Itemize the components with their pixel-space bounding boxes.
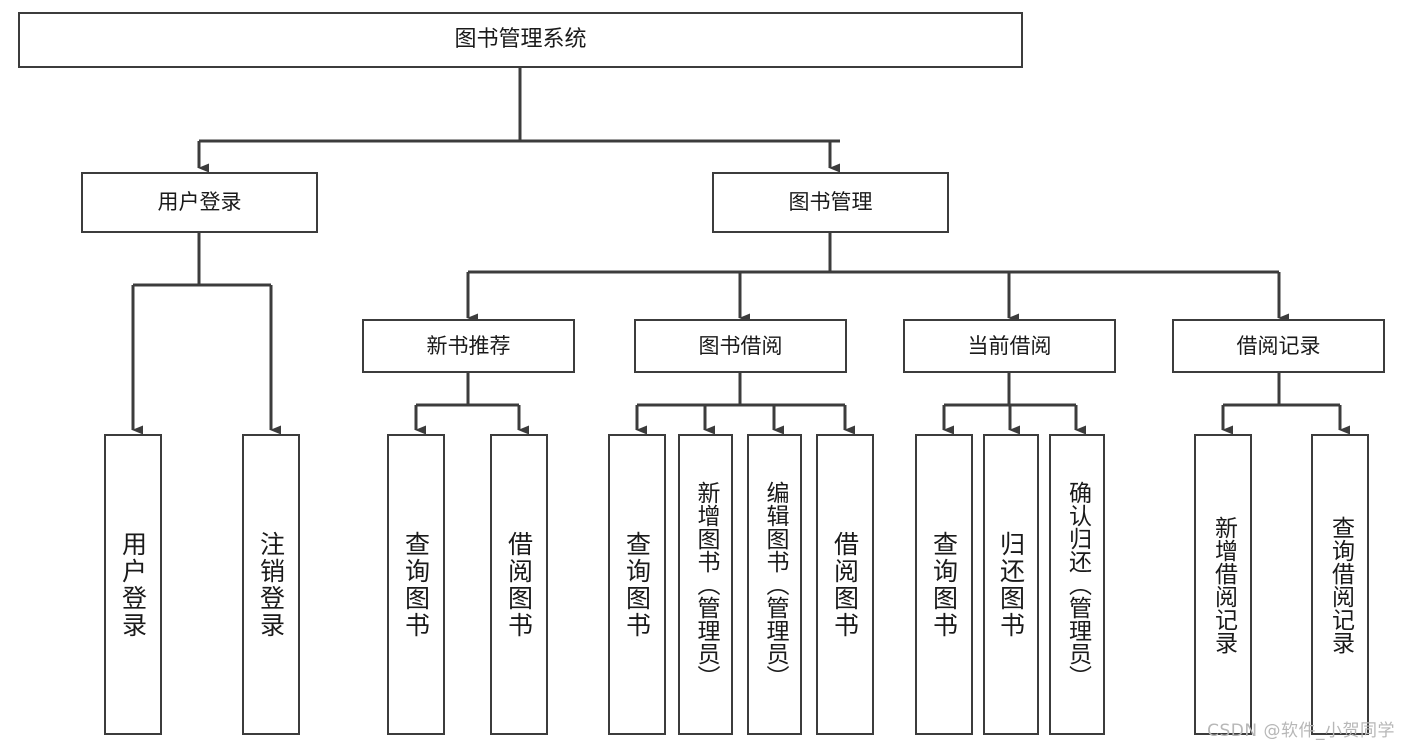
node-book-borrow-label: 图书借阅 [698, 333, 783, 358]
node-borrow-record-label: 借阅记录 [1236, 333, 1321, 358]
node-leaf-query-record[interactable]: 查询借阅记录 [1311, 434, 1369, 735]
node-leaf-query-book-1-label: 查询图书 [401, 530, 431, 639]
node-leaf-add-record[interactable]: 新增借阅记录 [1194, 434, 1252, 735]
node-leaf-query-book-2-label: 查询图书 [622, 530, 652, 639]
node-leaf-return-book-label: 归还图书 [996, 530, 1026, 639]
node-leaf-return-book[interactable]: 归还图书 [983, 434, 1039, 735]
node-leaf-confirm-return[interactable]: 确认归还（管理员） [1049, 434, 1105, 735]
node-leaf-user-login[interactable]: 用户登录 [104, 434, 162, 735]
node-leaf-query-book-2[interactable]: 查询图书 [608, 434, 666, 735]
node-leaf-borrow-book-1[interactable]: 借阅图书 [490, 434, 548, 735]
node-leaf-query-record-label: 查询借阅记录 [1327, 515, 1354, 654]
node-leaf-query-book-1[interactable]: 查询图书 [387, 434, 445, 735]
node-book-manage[interactable]: 图书管理 [712, 172, 949, 233]
node-leaf-edit-book[interactable]: 编辑图书（管理员） [747, 434, 802, 735]
node-current-borrow[interactable]: 当前借阅 [903, 319, 1116, 373]
node-user-login[interactable]: 用户登录 [81, 172, 318, 233]
node-leaf-add-book[interactable]: 新增图书（管理员） [678, 434, 733, 735]
node-leaf-borrow-book-1-label: 借阅图书 [504, 530, 534, 639]
node-new-book-recommend[interactable]: 新书推荐 [362, 319, 575, 373]
node-borrow-record[interactable]: 借阅记录 [1172, 319, 1385, 373]
node-book-borrow[interactable]: 图书借阅 [634, 319, 847, 373]
node-root-label: 图书管理系统 [454, 27, 587, 53]
node-leaf-query-book-3[interactable]: 查询图书 [915, 434, 973, 735]
node-user-login-label: 用户登录 [157, 190, 242, 215]
node-leaf-user-logout-label: 注销登录 [256, 530, 286, 639]
node-leaf-query-book-3-label: 查询图书 [929, 530, 959, 639]
node-leaf-borrow-book-2[interactable]: 借阅图书 [816, 434, 874, 735]
node-leaf-user-login-label: 用户登录 [118, 530, 148, 639]
node-leaf-user-logout[interactable]: 注销登录 [242, 434, 300, 735]
node-leaf-add-book-label: 新增图书（管理员） [693, 481, 719, 688]
node-leaf-edit-book-label: 编辑图书（管理员） [762, 481, 788, 688]
node-root[interactable]: 图书管理系统 [18, 12, 1023, 68]
node-book-manage-label: 图书管理 [788, 190, 873, 215]
node-current-borrow-label: 当前借阅 [967, 333, 1052, 358]
node-leaf-borrow-book-2-label: 借阅图书 [830, 530, 860, 639]
node-leaf-confirm-return-label: 确认归还（管理员） [1064, 481, 1091, 688]
node-leaf-add-record-label: 新增借阅记录 [1210, 515, 1237, 654]
node-new-book-recommend-label: 新书推荐 [426, 333, 511, 358]
